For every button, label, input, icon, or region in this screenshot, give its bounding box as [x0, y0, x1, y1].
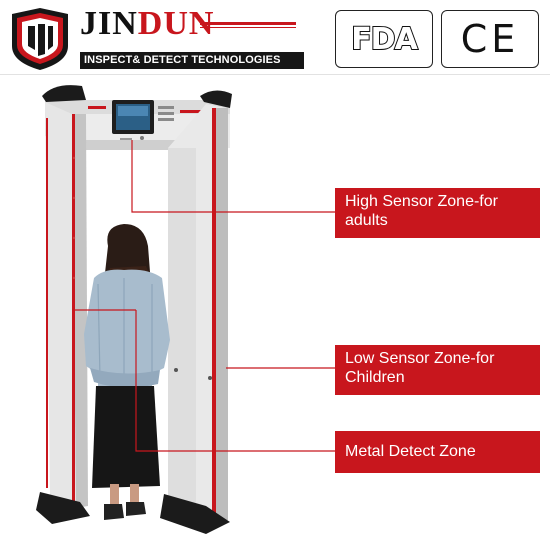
fda-logo-icon: FDA	[350, 21, 419, 58]
header-divider	[0, 74, 550, 75]
callout-connector-lines	[72, 140, 335, 452]
callout-low-sensor-zone: Low Sensor Zone-for Children	[335, 345, 540, 395]
product-scene	[0, 78, 550, 550]
header: JINDUN INSPECT& DETECT TECHNOLOGIES FDA …	[0, 0, 550, 78]
callout-high-sensor-zone: High Sensor Zone-for adults	[335, 188, 540, 238]
brand-name: JINDUN	[80, 4, 214, 44]
brand-tagline: INSPECT& DETECT TECHNOLOGIES	[80, 52, 304, 69]
fda-badge: FDA	[335, 10, 433, 68]
person-walking-through	[84, 224, 170, 520]
brand-rule	[200, 22, 296, 25]
ce-mark-icon: CE	[460, 17, 520, 61]
metal-detector-gate-illustration	[36, 85, 335, 534]
right-pillar	[160, 104, 230, 534]
ce-badge: CE	[441, 10, 539, 68]
shield-logo-icon	[12, 8, 68, 70]
callout-metal-detect-zone: Metal Detect Zone	[335, 431, 540, 473]
brand-rule-thin	[200, 27, 296, 28]
control-panel-screen	[88, 100, 204, 140]
brand-name-part1: JIN	[80, 5, 138, 42]
left-pillar	[36, 102, 90, 524]
